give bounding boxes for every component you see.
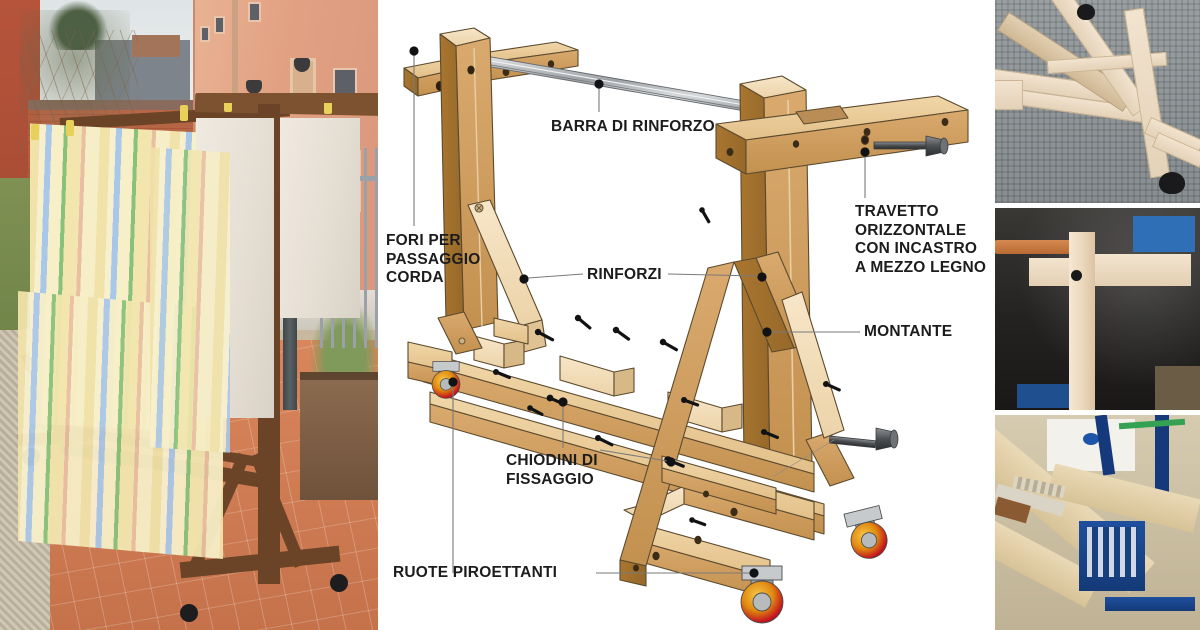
- vertical-post: [1069, 232, 1095, 410]
- dot-travetto: [860, 147, 870, 157]
- dot-ruote-top: [448, 377, 458, 387]
- label-fori-per-passaggio-corda: FORI PER PASSAGGIO CORDA: [386, 232, 481, 286]
- clothes-peg-1: [31, 124, 39, 140]
- dot-montante: [762, 327, 772, 337]
- label-rinforzi: RINFORZI: [587, 266, 662, 283]
- vise-slots: [1087, 527, 1137, 577]
- blue-crate: [1017, 384, 1077, 408]
- round-wooden-bar: [995, 240, 1083, 254]
- conifer: [48, 0, 108, 50]
- clothes-peg-2: [66, 120, 74, 136]
- lamp-post: [283, 300, 297, 410]
- white-bedsheet-right: [280, 118, 360, 318]
- caster-photo-2: [180, 604, 198, 622]
- horizontal-beam-right: [1091, 254, 1191, 286]
- photo-clamped-half-lap: [995, 415, 1200, 630]
- caster-photo-3: [330, 574, 348, 592]
- vise-handle: [1105, 597, 1195, 611]
- bar-clamp-front: [1155, 415, 1169, 511]
- planter-box: [300, 380, 378, 500]
- cardboard-box: [1133, 216, 1195, 252]
- clothes-peg-5: [324, 98, 332, 114]
- dot-rinforzi-right: [757, 272, 767, 282]
- hex-bolt-lower: [828, 427, 899, 451]
- dot-chiodini-right: [666, 457, 676, 467]
- wall-lamp-1: [246, 80, 262, 94]
- callout-dots: [409, 46, 870, 578]
- hex-bolt-upper: [873, 135, 949, 157]
- downpipe: [232, 0, 238, 120]
- right-photos-panel: [995, 0, 1200, 630]
- rubber-foot: [1159, 172, 1185, 194]
- wall-lamp-2: [294, 58, 310, 72]
- label-montante: MONTANTE: [864, 323, 953, 340]
- dot-chiodini-top: [558, 397, 568, 407]
- label-chiodini-di-fissaggio: CHIODINI DI FISSAGGIO: [506, 452, 598, 488]
- left-photo-panel: [0, 0, 378, 630]
- window-upper-2: [214, 16, 225, 34]
- dot-barra-di-rinforzo: [594, 79, 604, 89]
- dot-fori-passaggio-corda: [409, 46, 419, 56]
- photo-assembled-base-frame: [995, 0, 1200, 203]
- brick-chimney: [132, 35, 180, 57]
- diagram-panel: BARRA DI RINFORZO FORI PER PASSAGGIO COR…: [378, 0, 993, 630]
- clothes-peg-3: [180, 105, 188, 121]
- window-upper-3: [248, 2, 261, 22]
- left-foot: [995, 80, 1023, 110]
- bolt-head: [1071, 270, 1082, 281]
- exploded-assembly-diagram: [403, 27, 969, 624]
- callout-leaders: [413, 54, 866, 574]
- label-ruote-piroettanti: RUOTE PIROETTANTI: [393, 564, 558, 581]
- label-barra-di-rinforzo: BARRA DI RINFORZO: [551, 118, 715, 135]
- striped-bedsheet-front: [150, 147, 230, 453]
- dot-rinforzi-left: [519, 274, 529, 284]
- label-travetto-orizzontale: TRAVETTO ORIZZONTALE CON INCASTRO A MEZZ…: [855, 203, 987, 276]
- window-upper-1: [200, 26, 210, 42]
- clothes-peg-4: [224, 96, 232, 112]
- bench-surface: [1155, 366, 1200, 410]
- photo-post-and-beam-joint: [995, 208, 1200, 410]
- fixing-nails: [493, 207, 841, 527]
- rubber-foot-rear: [1077, 4, 1095, 20]
- rack-top-rail: [196, 93, 378, 103]
- blue-logo: [1083, 433, 1099, 445]
- dot-ruote-right: [749, 568, 759, 578]
